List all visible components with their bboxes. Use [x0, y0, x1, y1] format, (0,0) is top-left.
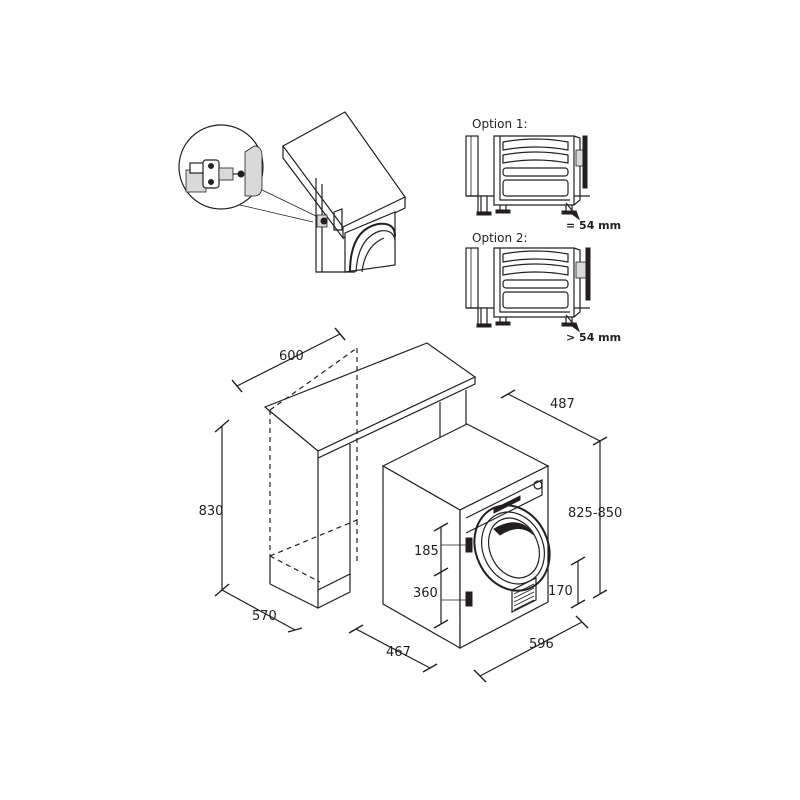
appliance-front-label: 467 [386, 645, 411, 660]
option-1-gap-value: = 54 mm [566, 219, 621, 232]
hinge-top-label: 185 [414, 544, 439, 559]
plinth-height-label: 170 [548, 584, 573, 599]
option-1-label: Option 1: [472, 117, 528, 131]
appliance [381, 423, 551, 650]
dimension-labels: 600 830 570 487 825-850 185 360 170 467 … [199, 349, 623, 660]
appliance-depth-label: 487 [550, 397, 575, 412]
option-2-label: Option 2: [472, 231, 528, 245]
option-2-diagram: Option 2: > 54 mm [465, 231, 621, 344]
appliance-height-label: 825-850 [568, 506, 622, 521]
dimension-lines [214, 327, 608, 683]
cabinet-width-label: 600 [279, 349, 304, 364]
option-2-gap-value: > 54 mm [566, 331, 621, 344]
option-1-diagram: Option 1: = 54 mm [465, 117, 621, 232]
cabinet-depth-label: 570 [252, 609, 277, 624]
cabinet-outline [263, 342, 477, 609]
hinge-detail [178, 111, 406, 273]
hinge-bottom-label: 360 [413, 586, 438, 601]
appliance-width-label: 596 [529, 637, 554, 652]
countertop-corner [282, 111, 406, 228]
cabinet-height-label: 830 [199, 504, 224, 519]
hinge-icon [185, 145, 263, 197]
